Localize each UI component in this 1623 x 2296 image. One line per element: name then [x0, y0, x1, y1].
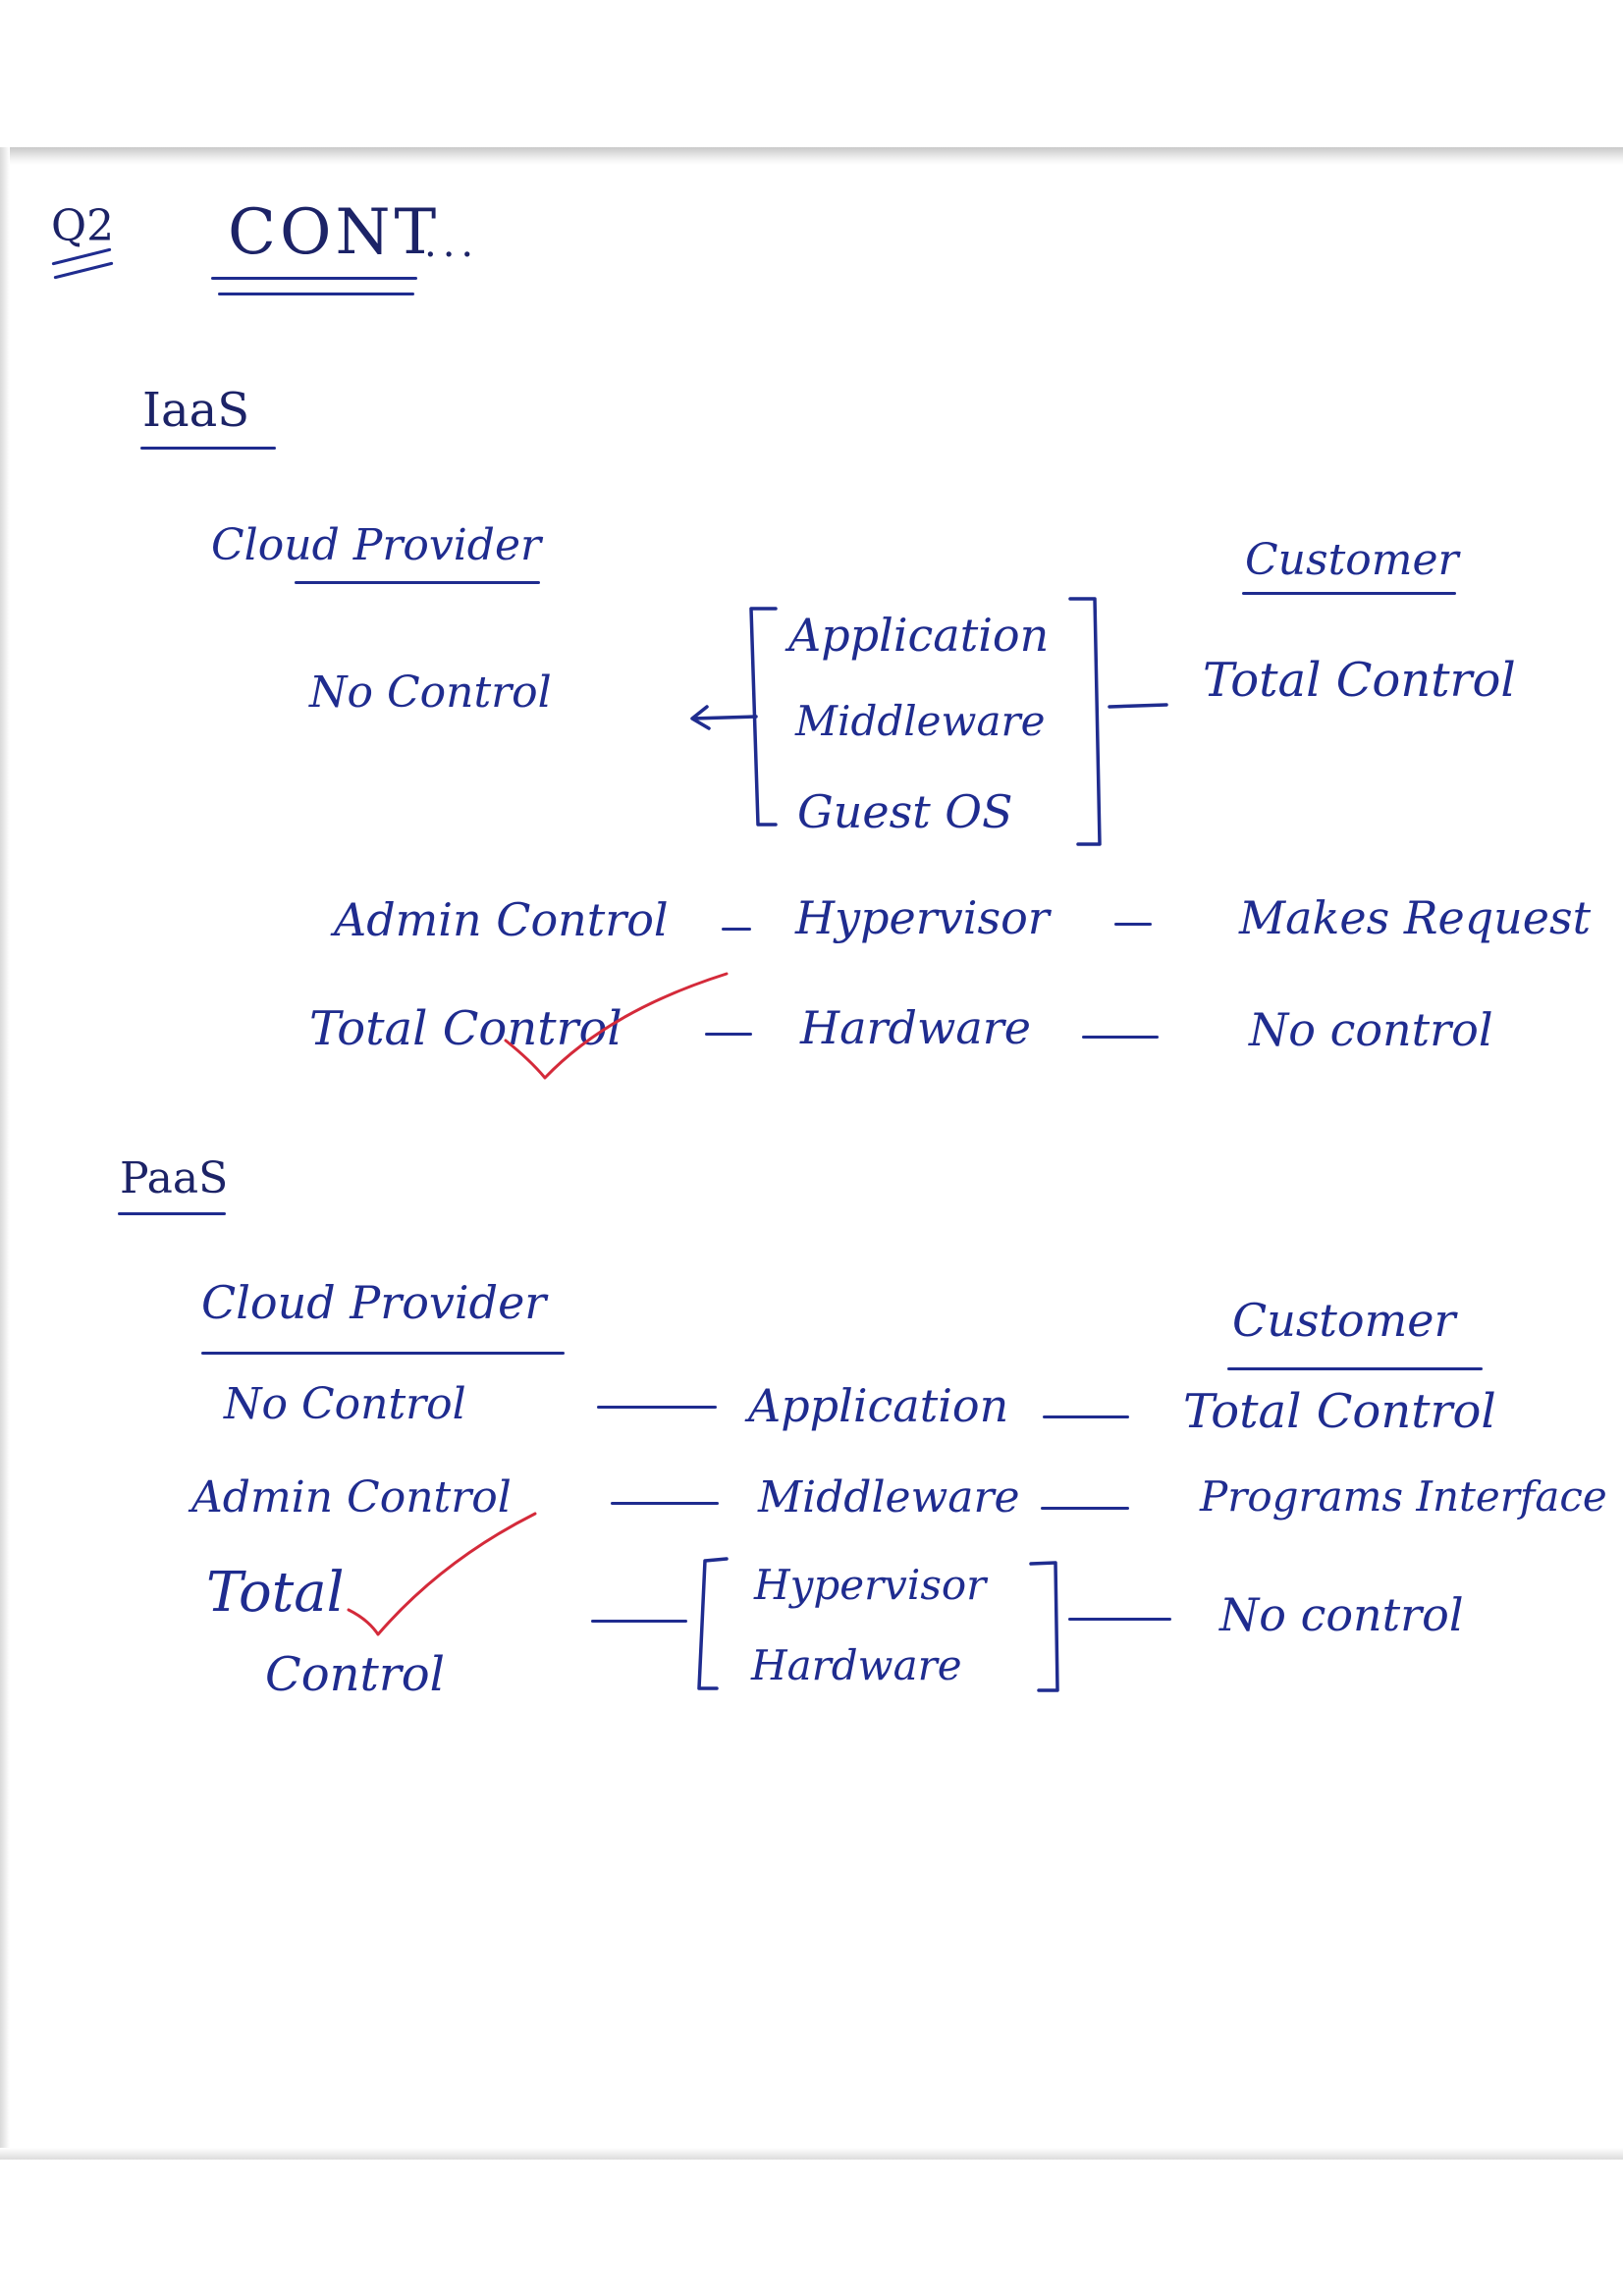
iaas-layer-application: Application [788, 609, 1050, 662]
paas-row3-customer: No control [1219, 1588, 1464, 1641]
paas-layer-hypervisor: Hypervisor [754, 1561, 987, 1609]
iaas-heading: IaaS [142, 383, 250, 438]
iaas-left-bracket [749, 607, 778, 827]
paas-heading: PaaS [120, 1153, 229, 1203]
paas-row1-dash-right [1043, 1415, 1129, 1418]
iaas-layer-middleware: Middleware [795, 697, 1046, 745]
iaas-row3-layer: Hardware [800, 1001, 1031, 1054]
iaas-row3-dash-right [1082, 1036, 1159, 1039]
question-number: Q2 [51, 201, 115, 251]
iaas-provider-heading: Cloud Provider [211, 520, 542, 570]
paas-row3-dash-right [1068, 1618, 1171, 1621]
question-underline-2 [53, 261, 114, 280]
paas-row1-customer: Total Control [1183, 1384, 1496, 1439]
paas-row3-provider-control: Control [265, 1647, 446, 1702]
paas-row2-provider: Admin Control [191, 1472, 512, 1522]
paas-customer-underline [1227, 1367, 1483, 1370]
paas-row1-layer: Application [748, 1379, 1009, 1432]
iaas-row3-provider: Total Control [309, 1001, 622, 1056]
iaas-row2-dash-left [722, 928, 751, 931]
iaas-row3-customer: No control [1249, 1003, 1493, 1056]
paas-row2-dash-left [611, 1502, 719, 1505]
iaas-customer-heading: Customer [1245, 535, 1459, 585]
page-title: CONT [228, 196, 441, 269]
iaas-arrow-left [690, 705, 758, 730]
paas-row3-provider-total: Total [206, 1561, 345, 1625]
iaas-line-right [1108, 703, 1168, 709]
iaas-customer-underline [1242, 592, 1456, 595]
paas-provider-underline [201, 1352, 565, 1355]
paas-customer-heading: Customer [1232, 1294, 1456, 1347]
iaas-right-bracket [1068, 597, 1102, 846]
paas-row1-dash-left [597, 1406, 717, 1409]
paas-row3-dash-left [591, 1620, 687, 1623]
paas-provider-heading: Cloud Provider [201, 1276, 547, 1329]
paas-row2-customer: Programs Interface [1200, 1472, 1607, 1521]
page-edge-top [0, 147, 1623, 165]
title-dots: ... [424, 221, 480, 266]
iaas-row2-layer: Hypervisor [795, 891, 1050, 944]
paas-layer-hardware: Hardware [751, 1641, 962, 1689]
page-edge-left [0, 147, 10, 2150]
paas-check-mark [347, 1512, 537, 1636]
iaas-row2-customer: Makes Request [1239, 891, 1592, 944]
paas-right-bracket [1029, 1561, 1059, 1692]
iaas-layer-guest-os: Guest OS [797, 785, 1013, 838]
iaas-row3-dash-left [705, 1033, 752, 1036]
page-edge-bottom [0, 2148, 1623, 2160]
iaas-row2-dash-right [1114, 923, 1152, 926]
iaas-row1-customer: Total Control [1203, 653, 1516, 708]
iaas-heading-underline [140, 447, 276, 450]
paas-row2-dash-right [1041, 1507, 1129, 1510]
iaas-provider-underline [295, 581, 540, 584]
paas-row1-provider: No Control [224, 1379, 466, 1429]
paas-heading-underline [118, 1212, 226, 1215]
title-underline-1 [211, 277, 417, 280]
title-underline-2 [218, 293, 414, 295]
paas-left-bracket [697, 1557, 729, 1690]
paas-row2-layer: Middleware [758, 1472, 1020, 1522]
iaas-row2-provider: Admin Control [334, 893, 669, 946]
iaas-row1-provider: No Control [309, 667, 552, 718]
